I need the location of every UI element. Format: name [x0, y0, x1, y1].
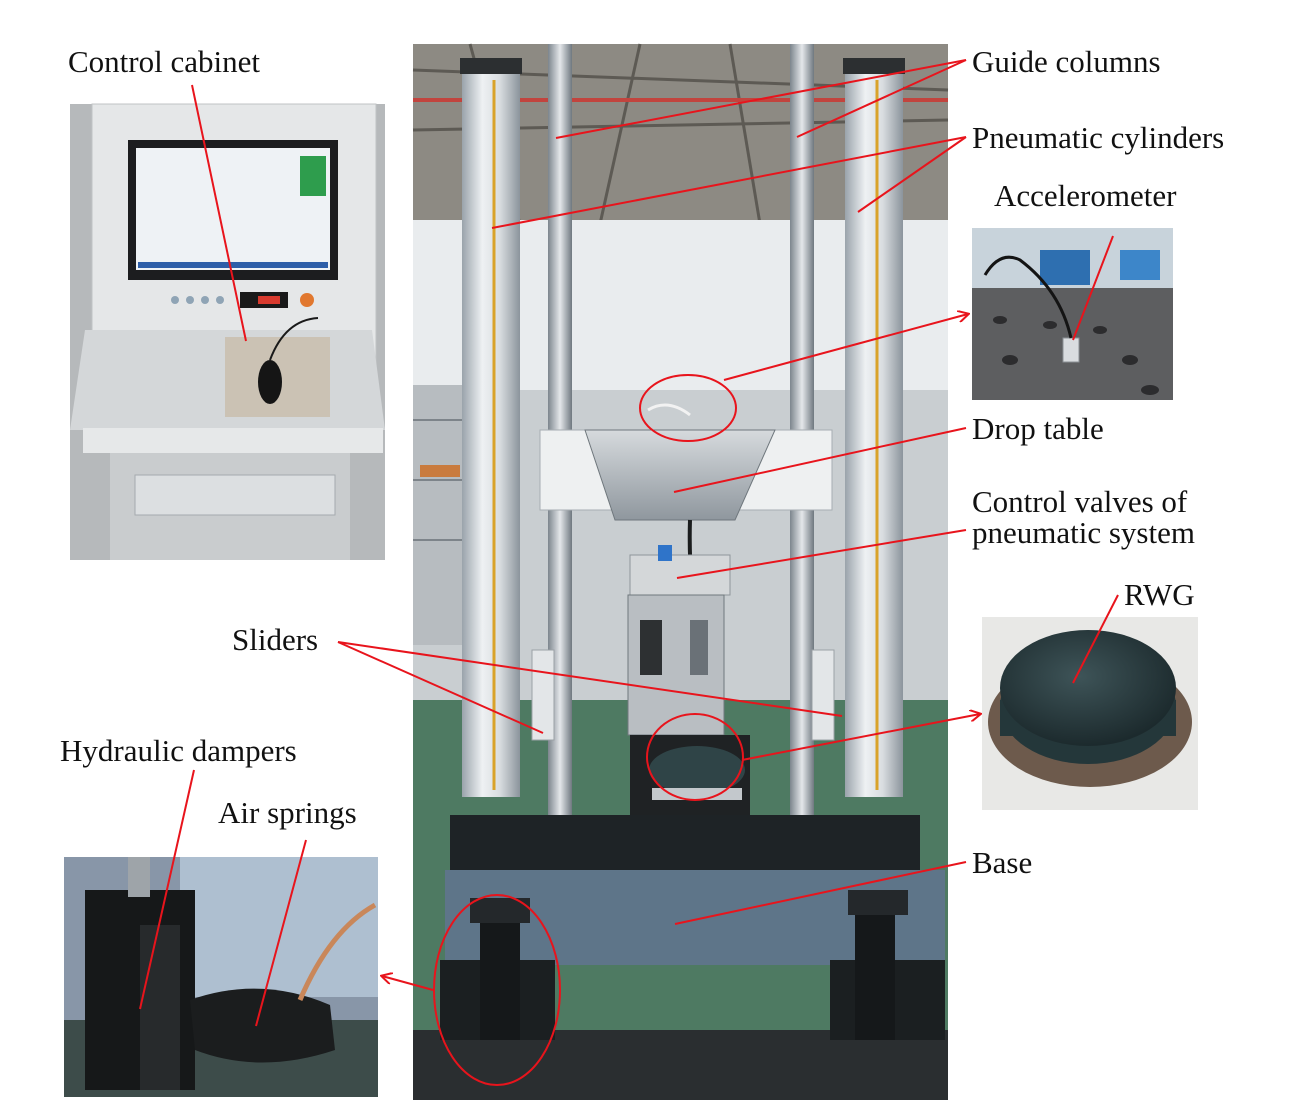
label-control-valves-line2: pneumatic system	[972, 515, 1195, 550]
damper-photo	[64, 857, 378, 1097]
label-control-valves-line1: Control valves of	[972, 484, 1188, 519]
label-control-cabinet: Control cabinet	[68, 44, 260, 79]
base	[440, 815, 945, 1040]
annotation-lines	[139, 59, 1119, 1086]
label-air-springs: Air springs	[218, 795, 357, 830]
right-slider	[811, 649, 835, 741]
label-hydraulic-dampers: Hydraulic dampers	[60, 733, 297, 768]
accelerometer-photo	[972, 228, 1173, 400]
main-photo	[412, 43, 949, 1100]
drop-table	[539, 403, 833, 521]
rwg-photo	[982, 617, 1198, 810]
right-pneumatic-cylinder	[845, 62, 903, 797]
label-drop-table: Drop table	[972, 411, 1104, 446]
label-guide-columns: Guide columns	[972, 44, 1161, 79]
control-cabinet-photo	[70, 103, 385, 560]
labels: Control cabinet Guide columns Pneumatic …	[60, 44, 1224, 880]
label-base: Base	[972, 845, 1032, 880]
label-rwg: RWG	[1124, 577, 1195, 612]
label-accelerometer: Accelerometer	[994, 178, 1177, 213]
rwg-top-surface	[1000, 630, 1176, 746]
cabinet-mouse	[258, 360, 282, 404]
label-pneumatic-cylinders: Pneumatic cylinders	[972, 120, 1224, 155]
control-valves-box	[627, 545, 731, 736]
left-slider	[531, 649, 555, 741]
air-spring-body	[190, 988, 335, 1063]
accelerometer-sensor	[1062, 337, 1080, 363]
label-sliders: Sliders	[232, 622, 318, 657]
left-pneumatic-cylinder	[462, 62, 520, 797]
